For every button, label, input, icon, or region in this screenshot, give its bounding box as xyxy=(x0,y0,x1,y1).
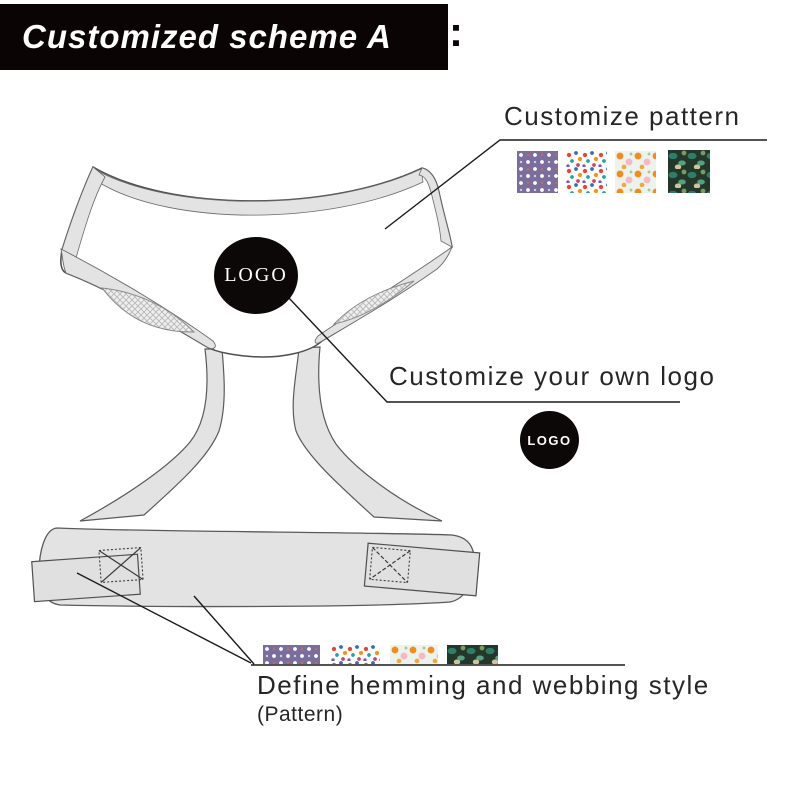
pattern-swatch-orange-pink-floral xyxy=(615,151,656,193)
customize-logo-label: Customize your own logo xyxy=(389,361,716,391)
banner-colon: : xyxy=(449,8,463,55)
logo-badge-text: LOGO xyxy=(527,432,572,448)
side-strap-right xyxy=(292,346,443,522)
side-strap-left xyxy=(79,348,225,522)
hemming-webbing-label: Define hemming and webbing style xyxy=(257,670,710,700)
webbing-swatch-purple-polka-dot xyxy=(263,645,320,664)
pattern-swatch-purple-polka-dot xyxy=(517,151,558,193)
leader-line-hemming xyxy=(76,572,625,666)
customize-pattern-label: Customize pattern xyxy=(504,101,741,131)
logo-badge-text: LOGO xyxy=(224,264,288,286)
webbing-swatch-multicolor-confetti xyxy=(331,645,380,664)
logo-badge-sample: LOGO xyxy=(520,411,579,469)
webbing-swatch-tropical-leaves xyxy=(447,645,498,664)
leader-line-pattern xyxy=(384,139,767,230)
logo-badge-on-harness: LOGO xyxy=(214,237,298,314)
pattern-note-label: (Pattern) xyxy=(257,703,344,726)
webbing-end-plate-right xyxy=(363,542,481,597)
pattern-swatch-multicolor-confetti xyxy=(566,151,607,193)
top-hem xyxy=(93,168,424,216)
banner-title: Customized scheme A xyxy=(22,18,392,55)
pattern-swatch-tropical-leaves xyxy=(668,150,710,193)
webbing-swatch-orange-pink-floral xyxy=(390,645,438,664)
x-stitch-box-left xyxy=(98,546,144,584)
leader-line-logo xyxy=(287,296,680,403)
mesh-insert-right xyxy=(332,280,415,325)
right-hem xyxy=(418,167,453,248)
mesh-insert-left xyxy=(100,287,196,333)
title-banner: Customized scheme A xyxy=(0,4,448,70)
x-stitch-box-right xyxy=(369,546,411,584)
